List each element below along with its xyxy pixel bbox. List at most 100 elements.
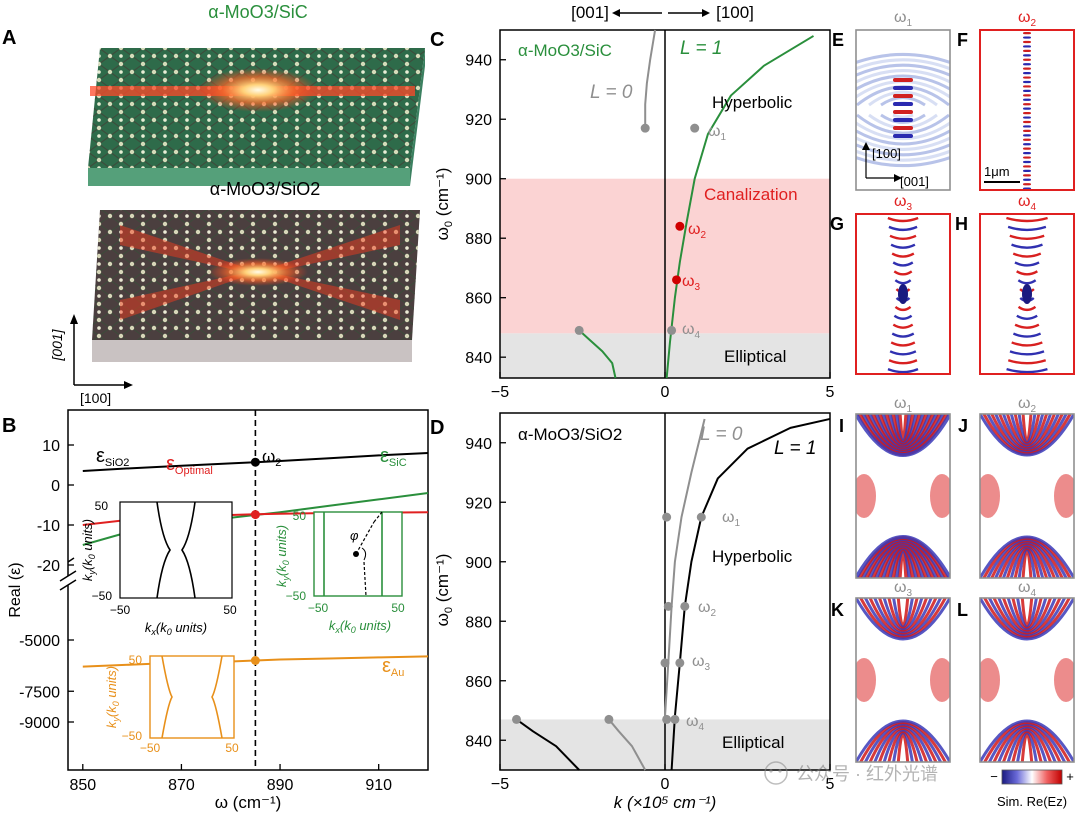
map-dir-100: [100] xyxy=(872,146,901,161)
field-map-f xyxy=(979,29,1075,191)
d-point xyxy=(696,512,706,522)
d-point xyxy=(512,714,521,724)
colorbar-plus: + xyxy=(1066,769,1074,784)
d-w1: ω1 xyxy=(722,509,741,529)
panel-a-title-bottom: α-MoO3/SiO2 xyxy=(210,179,320,199)
axis-arrows: [001] [100] xyxy=(49,314,133,406)
panel-label-h: H xyxy=(955,214,968,234)
d-ytick: 920 xyxy=(465,495,492,512)
d-point xyxy=(662,512,672,522)
field-map-g xyxy=(855,213,951,375)
svg-text:−50: −50 xyxy=(286,589,307,603)
panel-label-e: E xyxy=(832,30,844,50)
b-ytick: -9000 xyxy=(19,715,60,732)
field-map-e xyxy=(855,29,951,191)
b-dot-au xyxy=(250,656,260,665)
field-map-l xyxy=(979,597,1075,763)
b-xtick: 890 xyxy=(267,777,294,794)
c-ylabel: ω0 (cm⁻¹) xyxy=(433,168,455,241)
panel-label-g: G xyxy=(830,214,844,234)
plot-frame-b xyxy=(67,409,429,771)
d-point xyxy=(662,714,672,724)
svg-text:−50: −50 xyxy=(92,589,113,603)
inset-black: 50 −50 −50 50 ky(k0 units) kx(k0 units) xyxy=(80,499,237,637)
d-L1: L = 1 xyxy=(774,438,816,459)
c-point xyxy=(672,275,682,285)
b-dot-optimal xyxy=(250,510,260,520)
svg-text:50: 50 xyxy=(391,601,405,615)
svg-text:−50: −50 xyxy=(308,601,329,615)
d-point xyxy=(675,658,685,668)
d-ytick: 880 xyxy=(465,614,492,631)
map-dir-001: [001] xyxy=(900,174,929,189)
axis-label-001: [001] xyxy=(49,328,65,361)
d-w3: ω3 xyxy=(692,653,711,673)
svg-text:kx(k0 units): kx(k0 units) xyxy=(329,618,391,635)
d-point xyxy=(604,714,614,724)
map-freq-j: ω2 xyxy=(1018,395,1037,415)
c-w4: ω4 xyxy=(682,321,701,341)
c-w2: ω2 xyxy=(688,221,707,241)
map-freq-h: ω4 xyxy=(1018,193,1037,213)
field-map-j xyxy=(979,413,1075,579)
d-point xyxy=(660,658,670,668)
field-map-i xyxy=(855,413,951,579)
axis-label-100: [100] xyxy=(80,390,111,406)
c-line xyxy=(578,329,617,379)
map-freq-i: ω1 xyxy=(894,395,913,415)
d-elliptical: Elliptical xyxy=(722,733,784,752)
map-freq-k: ω3 xyxy=(894,579,913,599)
b-ytick: -10 xyxy=(37,518,60,535)
d-line xyxy=(664,418,706,717)
label-eps-sio2: εSiO2 xyxy=(96,445,129,469)
svg-text:50: 50 xyxy=(129,653,143,667)
b-xtick: 870 xyxy=(168,777,195,794)
map-freq-e: ω1 xyxy=(894,9,913,29)
svg-text:−50: −50 xyxy=(122,729,143,743)
c-line xyxy=(665,35,815,379)
d-line xyxy=(670,417,831,771)
svg-text:−50: −50 xyxy=(110,603,131,617)
c-point xyxy=(640,123,650,133)
svg-text:ky(k0 units): ky(k0 units) xyxy=(274,525,291,587)
watermark-text: 公众号 · 红外光谱 xyxy=(796,764,938,784)
d-ytick: 840 xyxy=(465,733,492,750)
d-line xyxy=(608,718,647,771)
svg-text:50: 50 xyxy=(293,509,307,523)
d-ytick: 900 xyxy=(465,555,492,572)
c-xtick: 0 xyxy=(661,384,670,401)
c-ytick: 940 xyxy=(465,53,492,70)
panel-label-j: J xyxy=(958,416,968,436)
b-ytick: -5000 xyxy=(19,633,60,650)
b-ytick: 0 xyxy=(51,478,60,495)
c-w1: ω1 xyxy=(708,123,727,143)
field-map-h xyxy=(979,213,1075,375)
svg-text:50: 50 xyxy=(223,603,237,617)
watermark: 公众号 · 红外光谱 xyxy=(764,761,938,785)
d-ytick: 860 xyxy=(465,674,492,691)
panel-label-i: I xyxy=(839,416,844,436)
c-w3: ω3 xyxy=(682,273,701,293)
d-ytick: 940 xyxy=(465,436,492,453)
d-points xyxy=(512,512,706,724)
field-map-k xyxy=(855,597,951,763)
d-series xyxy=(515,417,831,771)
c-ytick: 840 xyxy=(465,350,492,367)
panel-a-title-top: α-MoO3/SiC xyxy=(208,2,307,22)
d-title: α-MoO3/SiO2 xyxy=(518,425,622,444)
c-point xyxy=(574,325,584,335)
colorbar: − + Sim. Re(Ez) xyxy=(990,769,1074,809)
d-point xyxy=(663,601,673,611)
panel-label-l: L xyxy=(957,600,968,620)
svg-text:ky(k0 units): ky(k0 units) xyxy=(80,519,97,581)
d-w2: ω2 xyxy=(698,599,717,619)
svg-text:−50: −50 xyxy=(140,741,161,755)
b-xlabel: ω (cm⁻¹) xyxy=(215,793,282,812)
panel-a: A α-MoO3/SiC α-MoO3/SiO2 [001] xyxy=(2,2,425,406)
